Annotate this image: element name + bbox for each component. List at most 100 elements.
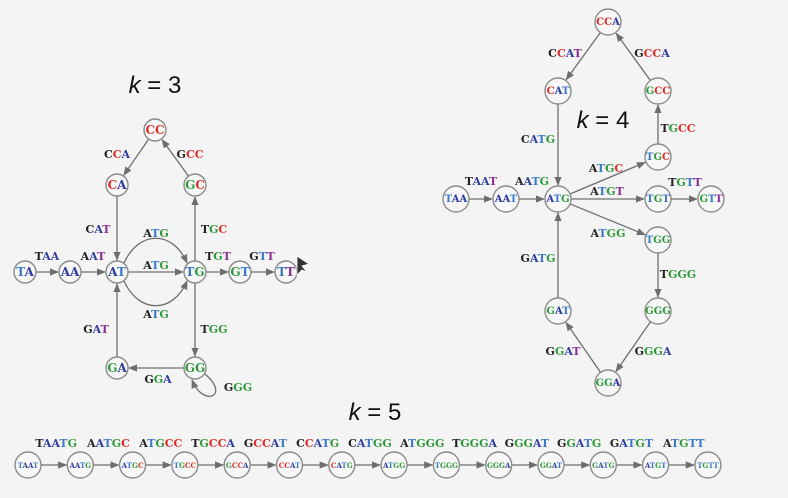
edge-label-catg: CATG: [521, 133, 555, 146]
node-label-cat: CAT: [547, 86, 570, 97]
node-label-aat: AAT: [494, 194, 518, 205]
node-label-gtt: GTT: [699, 194, 723, 205]
node-tggg: TGGG: [432, 451, 461, 479]
node-tt: TT: [274, 260, 298, 284]
edge-label-gga: GGA: [144, 373, 172, 386]
edge-label-taat: TAAT: [465, 175, 498, 188]
node-label-taat: TAAT: [18, 461, 39, 470]
edge-ccat: [565, 32, 601, 81]
edge-label-tgtt: TGTT: [668, 176, 702, 189]
node-ga: GA: [105, 356, 129, 380]
node-gatg: GATG: [589, 451, 617, 479]
edge-gcc: [161, 138, 190, 177]
edge-label-atgtt: ATGTT: [662, 437, 705, 450]
edge-label-taa: TAA: [35, 250, 60, 263]
node-tgt: TGT: [644, 185, 672, 213]
node-label-atg: ATG: [545, 194, 569, 205]
edge-label-gcca: GCCA: [634, 47, 670, 60]
node-gat: GAT: [544, 297, 572, 325]
node-label-tt: TT: [277, 265, 295, 279]
edge-label-atg-2: ATG: [142, 259, 169, 272]
node-label-tgt: TGT: [646, 194, 670, 205]
node-label-ggga: GGGA: [487, 461, 511, 470]
node-atgc: ATGC: [118, 451, 147, 479]
node-ca: CA: [105, 173, 129, 197]
node-label-cc: CC: [145, 123, 164, 137]
node-tgcc: TGCC: [171, 451, 199, 479]
edge-label-catgg: CATGG: [348, 437, 392, 450]
edge-label-gccat: GCCAT: [244, 437, 288, 450]
edge-label-gatgt: GATGT: [610, 437, 654, 450]
edge-label-aatgc: AATGC: [86, 437, 130, 450]
node-atgt: ATGT: [641, 451, 670, 479]
node-aatg: AATG: [66, 451, 95, 479]
node-label-ca: CA: [108, 178, 128, 192]
node-label-atgg: ATGG: [382, 461, 405, 470]
node-atgg: ATGG: [380, 451, 408, 479]
node-label-taa: TAA: [445, 194, 468, 205]
edge-label-ggat: GGAT: [546, 345, 582, 358]
node-label-cca: CCA: [596, 17, 620, 28]
node-cat: CAT: [544, 77, 572, 105]
edge-ggat: [565, 321, 602, 373]
node-label-ggat: GGAT: [540, 461, 563, 470]
edge-label-tgg: TGG: [201, 323, 228, 336]
edge-atgg: [569, 203, 646, 236]
node-label-gga: GGA: [596, 378, 621, 389]
edge-atg-upper: [123, 237, 188, 264]
edge-label-aatg: AATG: [514, 175, 549, 188]
node-ccat: CCAT: [275, 451, 304, 479]
graph-k5-title: k = 5: [349, 399, 402, 426]
edge-label-taatg: TAATG: [35, 437, 77, 450]
edge-label-ccatg: CCATG: [296, 437, 339, 450]
edge-label-ggatg: GGATG: [557, 437, 601, 450]
edge-label-atgg: ATGG: [590, 227, 626, 240]
node-label-ccat: CCAT: [279, 461, 301, 470]
node-label-ggg: GGG: [645, 306, 671, 317]
edge-label-tggga: TGGGA: [452, 437, 497, 450]
node-label-gcc: GCC: [646, 86, 671, 97]
edge-label-ccat: CCAT: [548, 47, 582, 60]
graph-k4-title: k = 4: [577, 107, 630, 134]
edge-label-gatg: GATG: [521, 252, 556, 265]
node-label-atgt: ATGT: [644, 461, 667, 470]
edge-label-tggg: TGGG: [660, 268, 696, 281]
edge-label-ggga: GGGA: [635, 345, 672, 358]
node-label-tgg: TGG: [646, 235, 671, 246]
edge-label-atg-3: ATG: [142, 308, 169, 321]
edge-label-atgt: ATGT: [589, 185, 625, 198]
node-ggga: GGGA: [485, 451, 513, 479]
node-taa: TAA: [442, 185, 470, 213]
edge-ggga: [615, 321, 652, 373]
node-label-gc: GC: [185, 178, 205, 192]
node-label-catg: CATG: [331, 461, 353, 470]
edge-label-gggat: GGGAT: [505, 437, 550, 450]
node-atg: ATG: [544, 185, 572, 213]
node-label-tgcc: TGCC: [174, 461, 197, 470]
node-label-tgtt: TGTT: [697, 461, 719, 470]
node-tgg: TGG: [644, 226, 672, 254]
node-label-gatg: GATG: [592, 461, 614, 470]
node-label-tgc: TGC: [646, 152, 670, 163]
node-cc: CC: [143, 118, 167, 142]
node-label-atgc: ATGC: [121, 461, 144, 470]
node-label-gcca: GCCA: [226, 461, 249, 470]
node-gcc: GCC: [644, 77, 672, 105]
edge-ggg-loop: [191, 373, 217, 397]
node-tg: TG: [183, 260, 207, 284]
edge-label-gat: GAT: [83, 323, 109, 336]
node-gt: GT: [228, 260, 252, 284]
edge-label-gcc: GCC: [177, 148, 204, 161]
node-at: AT: [105, 260, 129, 284]
edge-atgc: [569, 161, 646, 195]
graph-k3-title: k = 3: [129, 72, 182, 99]
node-label-gt: GT: [230, 265, 249, 279]
edge-label-aat: AAT: [80, 250, 106, 263]
node-gga: GGA: [594, 369, 622, 397]
node-gg: GG: [183, 356, 207, 380]
node-gcca: GCCA: [223, 451, 251, 479]
